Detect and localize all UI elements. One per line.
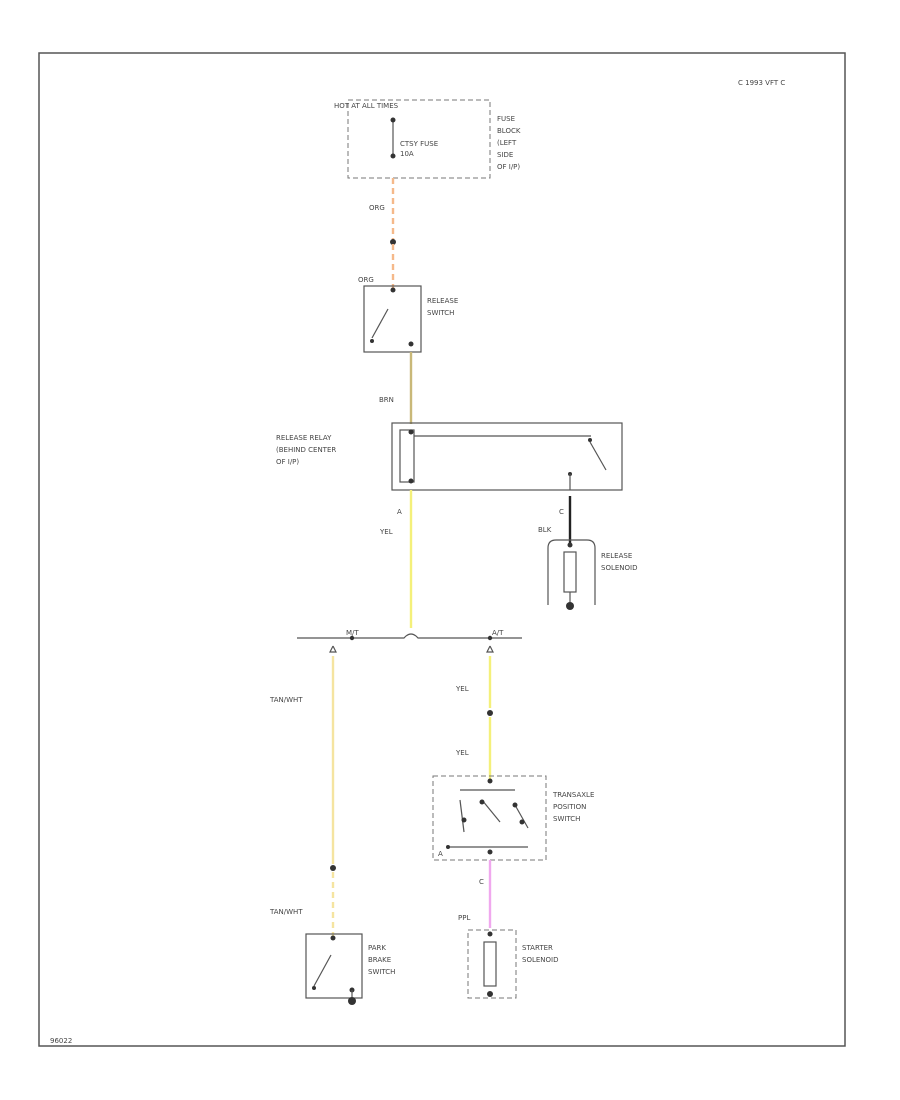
release-solenoid-terminal-top bbox=[567, 542, 573, 548]
fuse-block-label-1: FUSE bbox=[497, 115, 515, 123]
transaxle-switch-label-2: POSITION bbox=[553, 803, 586, 811]
starter-solenoid-terminal-top bbox=[487, 931, 493, 937]
transaxle-switch-label-1: TRANSAXLE bbox=[552, 791, 594, 799]
branch-splice-left bbox=[349, 635, 355, 641]
release-switch-terminal-top bbox=[390, 287, 396, 293]
connector-tanwht bbox=[330, 865, 336, 871]
transaxle-switch-terminal-top bbox=[487, 778, 493, 784]
transaxle-switch-node-5 bbox=[446, 845, 450, 849]
transaxle-switch-node-3 bbox=[512, 802, 518, 808]
hot-at-all-times-label: HOT AT ALL TIMES bbox=[334, 102, 399, 110]
wire-label-tanwht-2: TAN/WHT bbox=[269, 908, 303, 916]
release-solenoid: RELEASE SOLENOID bbox=[547, 539, 637, 610]
release-solenoid-label-2: SOLENOID bbox=[601, 564, 637, 572]
fuse-block-label-2: BLOCK bbox=[497, 127, 521, 135]
park-brake-terminal-top bbox=[330, 935, 336, 941]
release-switch-box bbox=[363, 285, 422, 353]
transaxle-switch-contact-1 bbox=[459, 799, 465, 833]
park-brake-contact bbox=[313, 954, 332, 987]
release-relay-contact-pivot bbox=[588, 438, 592, 442]
branch-drop-right bbox=[486, 645, 494, 653]
wire-label-blk: BLK bbox=[538, 526, 552, 534]
branch-splice-right bbox=[487, 635, 493, 641]
fuse-terminal-top bbox=[390, 117, 396, 123]
transaxle-switch-contact-3 bbox=[514, 804, 529, 829]
fuse-block: HOT AT ALL TIMES CTSY FUSE 10A FUSE BLOC… bbox=[334, 99, 521, 179]
fuse-block-label-5: OF I/P) bbox=[497, 163, 520, 171]
release-switch: RELEASE SWITCH bbox=[363, 285, 458, 353]
transaxle-switch-node-1 bbox=[461, 817, 467, 823]
fuse-terminal-bottom bbox=[390, 153, 396, 159]
fuse-block-label-3: (LEFT bbox=[497, 139, 517, 147]
connector-yel-right bbox=[487, 710, 493, 716]
transaxle-switch-label-3: SWITCH bbox=[553, 815, 580, 823]
starter-solenoid-ground bbox=[487, 991, 493, 997]
release-relay-coil-bottom bbox=[408, 478, 414, 484]
park-brake-pivot bbox=[312, 986, 316, 990]
fuse-block-label-4: SIDE bbox=[497, 151, 513, 159]
wire-label-org-1: ORG bbox=[369, 204, 385, 212]
fuse-rating-label: 10A bbox=[400, 150, 414, 158]
transaxle-switch-contact-2 bbox=[481, 799, 501, 823]
branch-label-mt: M/T bbox=[346, 629, 359, 637]
park-brake-label-1: PARK bbox=[368, 944, 386, 952]
wire-label-ppl: PPL bbox=[458, 914, 470, 922]
wire-label-tanwht-1: TAN/WHT bbox=[269, 696, 303, 704]
starter-solenoid: STARTER SOLENOID bbox=[467, 929, 558, 999]
wire-label-org-2: ORG bbox=[358, 276, 374, 284]
transaxle-switch-node-2 bbox=[479, 799, 485, 805]
figure-id: 96022 bbox=[50, 1037, 72, 1045]
release-relay-box bbox=[391, 422, 623, 491]
park-brake-label-3: SWITCH bbox=[368, 968, 395, 976]
wire-pin-c-ppl: C bbox=[479, 878, 484, 886]
release-switch-contact bbox=[371, 308, 389, 339]
connector-org bbox=[390, 239, 396, 245]
release-relay: RELEASE RELAY (BEHIND CENTER OF I/P) bbox=[276, 422, 623, 491]
park-brake-ground bbox=[348, 997, 356, 1005]
wire-pin-c-blk: C bbox=[559, 508, 564, 516]
transaxle-switch-terminal-bottom bbox=[487, 849, 493, 855]
starter-solenoid-label-2: SOLENOID bbox=[522, 956, 558, 964]
release-relay-contact bbox=[589, 441, 607, 471]
fuse-name-label: CTSY FUSE bbox=[400, 140, 438, 148]
branch-bar bbox=[297, 633, 522, 639]
wire-label-yel-main: YEL bbox=[379, 528, 393, 536]
fuse-block-outline bbox=[347, 99, 491, 179]
release-solenoid-ground bbox=[566, 602, 574, 610]
release-switch-label-2: SWITCH bbox=[427, 309, 454, 317]
park-brake-switch-box bbox=[305, 933, 363, 999]
release-solenoid-coil bbox=[563, 551, 577, 593]
release-solenoid-label-1: RELEASE bbox=[601, 552, 632, 560]
wire-label-brn: BRN bbox=[379, 396, 394, 404]
diagram-code: C 1993 VFT C bbox=[738, 79, 785, 87]
transmission-branch: M/T A/T bbox=[297, 629, 522, 641]
wire-label-yel-right-2: YEL bbox=[455, 749, 469, 757]
wire-label-yel-right-1: YEL bbox=[455, 685, 469, 693]
starter-solenoid-coil bbox=[483, 941, 497, 987]
starter-solenoid-label-1: STARTER bbox=[522, 944, 553, 952]
transaxle-switch-outline bbox=[432, 775, 547, 861]
starter-solenoid-outline bbox=[467, 929, 517, 999]
release-switch-terminal-bottom bbox=[408, 341, 414, 347]
release-relay-coil-top bbox=[408, 429, 414, 435]
transaxle-switch-node-4 bbox=[519, 819, 525, 825]
release-switch-pivot bbox=[370, 339, 374, 343]
release-relay-coil bbox=[399, 429, 415, 483]
wire-pin-a: A bbox=[397, 508, 402, 516]
park-brake-switch: PARK BRAKE SWITCH bbox=[305, 933, 395, 1005]
release-relay-label-2: (BEHIND CENTER bbox=[276, 446, 336, 454]
diagram-frame bbox=[38, 52, 846, 1047]
release-relay-label-3: OF I/P) bbox=[276, 458, 299, 466]
park-brake-label-2: BRAKE bbox=[368, 956, 391, 964]
release-switch-label-1: RELEASE bbox=[427, 297, 458, 305]
release-solenoid-outline bbox=[547, 539, 596, 605]
transaxle-switch-pin: A bbox=[438, 850, 443, 858]
transaxle-position-switch: A TRANSAXLE POSITION SWITCH bbox=[432, 775, 594, 861]
release-relay-label-1: RELEASE RELAY bbox=[276, 434, 332, 442]
branch-drop-left bbox=[329, 645, 337, 653]
branch-label-at: A/T bbox=[492, 629, 504, 637]
